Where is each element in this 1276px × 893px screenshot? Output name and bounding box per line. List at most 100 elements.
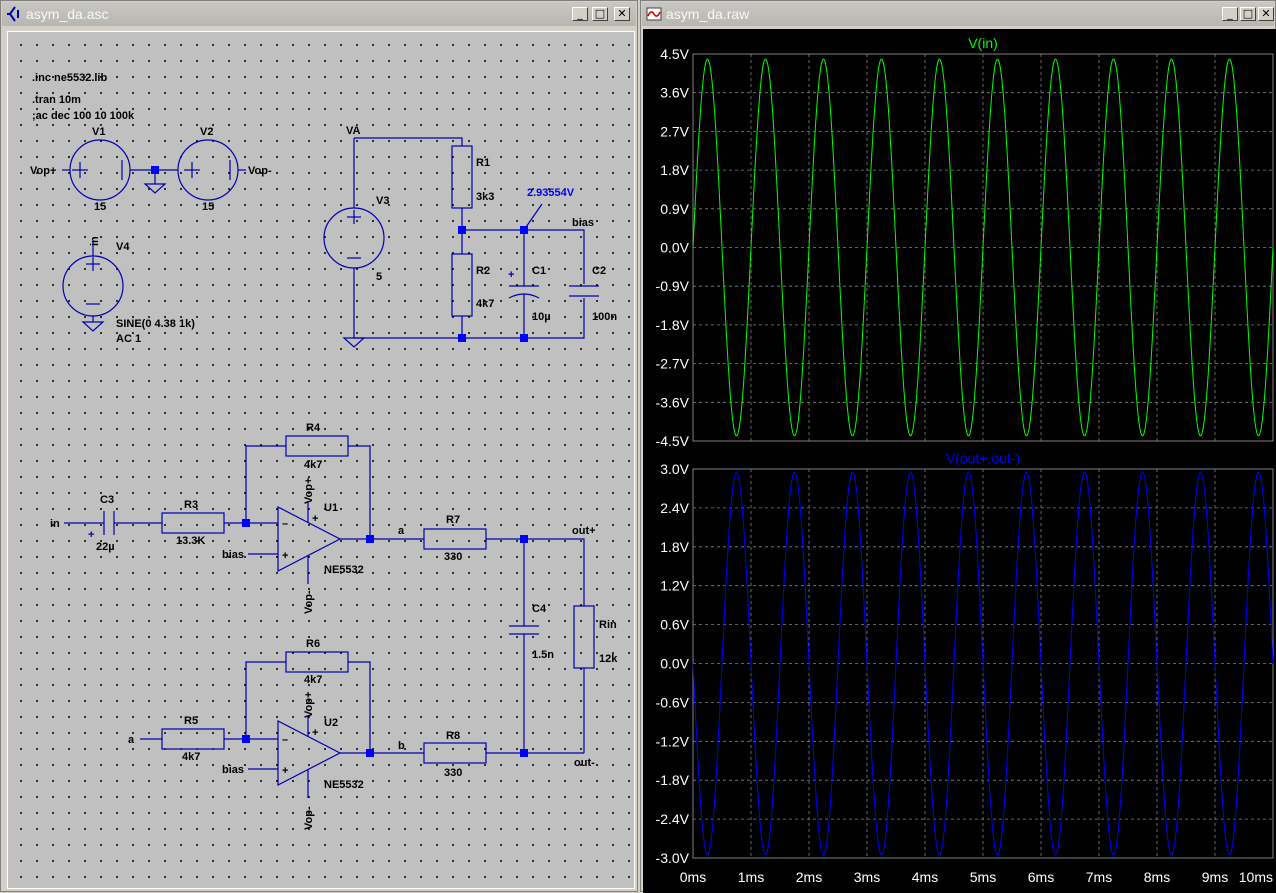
waveform-chart[interactable]: 4.5V3.6V2.7V1.8V0.9V0.0V-0.9V-1.8V-2.7V-… xyxy=(643,29,1275,893)
r2-resistor[interactable] xyxy=(451,253,473,317)
net-label-u2-vop-minus: Vop- xyxy=(303,806,315,830)
u1-supply-plus-pin: + xyxy=(312,513,318,525)
net-label-u1-vop-plus: Vop+ xyxy=(303,478,315,504)
r2-name: R2 xyxy=(476,265,490,277)
v4-value: SINE(0 4.38 1k) xyxy=(116,318,195,330)
v4-value-ac: AC 1 xyxy=(116,333,141,345)
v3-value: 5 xyxy=(376,271,382,283)
x-tick-label: 0ms xyxy=(680,869,706,885)
schematic-canvas[interactable]: .inc ne5532.lib .tran 10m ;ac dec 100 10… xyxy=(7,31,635,889)
r1-value: 3k3 xyxy=(476,191,494,203)
net-label-bias-divider: bias xyxy=(572,217,594,229)
y-tick-label: -3.0V xyxy=(656,850,690,866)
u1-minus-pin: – xyxy=(282,518,288,530)
net-label-a: a xyxy=(398,525,405,537)
rin-resistor[interactable] xyxy=(573,605,595,669)
schematic-window[interactable]: asym_da.asc _ □ ✕ .inc ne5532.lib .tran … xyxy=(0,0,638,892)
net-label-vop-minus: Vop- xyxy=(248,165,272,177)
net-label-vop-plus: Vop+ xyxy=(30,165,56,177)
c2-name: C2 xyxy=(592,265,606,277)
trace-title[interactable]: V(out+,out-) xyxy=(946,450,1020,466)
r6-name: R6 xyxy=(306,638,320,650)
v2-name: V2 xyxy=(200,126,213,138)
v2-value: 15 xyxy=(202,201,214,213)
y-tick-label: 0.0V xyxy=(660,240,689,256)
y-tick-label: 3.6V xyxy=(660,85,689,101)
directive-inc[interactable]: .inc ne5532.lib xyxy=(32,72,107,84)
c3-polarity-mark: + xyxy=(88,529,94,541)
r4-name: R4 xyxy=(306,422,321,434)
net-label-in-v4: in xyxy=(89,236,101,246)
v4-name: V4 xyxy=(116,241,130,253)
c3-value: 22µ xyxy=(96,541,115,553)
schematic-titlebar[interactable]: asym_da.asc _ □ ✕ xyxy=(2,2,636,26)
r3-value: 13.3K xyxy=(176,535,205,547)
r1-resistor[interactable] xyxy=(451,145,473,209)
net-label-out-minus: out- xyxy=(574,757,595,769)
u2-value: NE5532 xyxy=(324,779,364,791)
maximize-button[interactable]: □ xyxy=(1240,7,1256,21)
u2-name: U2 xyxy=(324,717,338,729)
c1-polarity-mark: + xyxy=(508,269,514,281)
u1-opamp-symbol[interactable] xyxy=(277,506,342,572)
r4-resistor[interactable] xyxy=(285,435,349,457)
v1-name: V1 xyxy=(92,126,105,138)
trace-title[interactable]: V(in) xyxy=(968,35,998,51)
r8-value: 330 xyxy=(444,767,462,779)
r5-name: R5 xyxy=(184,715,198,727)
y-tick-label: 2.4V xyxy=(660,500,689,516)
r3-resistor[interactable] xyxy=(161,512,225,534)
maximize-button[interactable]: □ xyxy=(592,7,608,21)
voltage-probe-label[interactable]: 2.93554V xyxy=(527,187,575,199)
r1-name: R1 xyxy=(476,157,490,169)
x-tick-label: 7ms xyxy=(1086,869,1112,885)
u2-minus-pin: – xyxy=(282,734,288,746)
y-tick-label: -1.8V xyxy=(656,317,690,333)
x-tick-label: 1ms xyxy=(738,869,764,885)
waveform-app-icon xyxy=(646,7,662,21)
r2-value: 4k7 xyxy=(476,298,494,310)
r5-resistor[interactable] xyxy=(161,728,225,750)
net-label-a-u2: a xyxy=(128,734,135,746)
x-tick-label: 4ms xyxy=(912,869,938,885)
x-tick-label: 6ms xyxy=(1028,869,1054,885)
r6-resistor[interactable] xyxy=(285,651,349,673)
r7-name: R7 xyxy=(446,514,460,526)
y-tick-label: 0.0V xyxy=(660,656,689,672)
minimize-button[interactable]: _ xyxy=(572,7,588,21)
r7-value: 330 xyxy=(444,551,462,563)
r3-name: R3 xyxy=(184,499,198,511)
u2-opamp-symbol[interactable] xyxy=(277,720,342,786)
c1-name: C1 xyxy=(532,265,546,277)
u1-name: U1 xyxy=(324,502,338,514)
y-tick-label: 2.7V xyxy=(660,123,689,139)
r7-resistor[interactable] xyxy=(423,528,487,550)
y-tick-label: -2.7V xyxy=(656,356,690,372)
waveform-titlebar[interactable]: asym_da.raw _ □ ✕ xyxy=(642,2,1274,26)
schematic-app-icon xyxy=(7,6,19,22)
directive-ac[interactable]: ;ac dec 100 10 100k xyxy=(32,110,135,122)
c4-name: C4 xyxy=(532,603,547,615)
net-label-va: VA xyxy=(346,125,361,137)
net-label-u2-vop-plus: Vop+ xyxy=(303,692,315,718)
r8-resistor[interactable] xyxy=(423,742,487,764)
series-line-0[interactable] xyxy=(692,58,1274,437)
y-tick-label: -0.6V xyxy=(656,694,690,710)
series-line-1[interactable] xyxy=(692,471,1274,856)
y-tick-label: 0.6V xyxy=(660,617,689,633)
u2-plus-pin: + xyxy=(282,765,288,777)
net-label-bias-u2: bias xyxy=(222,764,244,776)
y-tick-label: 1.8V xyxy=(660,539,689,555)
y-tick-label: -1.2V xyxy=(656,733,690,749)
x-tick-label: 10ms xyxy=(1239,869,1273,885)
minimize-button[interactable]: _ xyxy=(1222,7,1238,21)
u1-value: NE5532 xyxy=(324,564,364,576)
close-button[interactable]: ✕ xyxy=(614,7,630,21)
y-tick-label: -3.6V xyxy=(656,394,690,410)
rin-name: Rin xyxy=(599,619,617,631)
schematic-window-title: asym_da.asc xyxy=(26,6,109,22)
close-button[interactable]: ✕ xyxy=(1258,7,1274,21)
directive-tran[interactable]: .tran 10m xyxy=(32,94,81,106)
